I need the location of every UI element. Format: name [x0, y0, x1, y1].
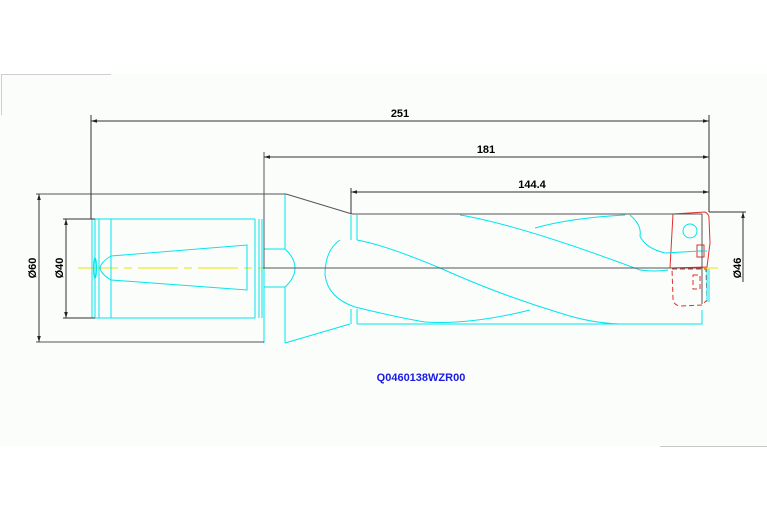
insert-bottom [671, 268, 708, 307]
dim-body-length: 181 [477, 144, 495, 156]
shank-outline [91, 218, 263, 319]
sheet-corner-mark [1, 74, 2, 115]
part-code-label: Q0460138WZR00 [377, 372, 466, 384]
sheet-corner-mark [660, 446, 767, 447]
tip-outline [664, 250, 710, 302]
outline-dark [36, 152, 703, 343]
dim-flute-length: 144.4 [518, 179, 546, 191]
dim-overall-length: 251 [391, 108, 409, 120]
sheet-corner-mark [1, 74, 111, 75]
insert-top [669, 211, 711, 269]
dim-shank-diameter: Ø40 [54, 258, 66, 279]
flute-body-outline [324, 214, 703, 325]
drawing-sheet [0, 74, 767, 446]
dim-flange-diameter: Ø60 [27, 258, 39, 279]
dim-drill-diameter: Ø46 [732, 258, 744, 279]
dimension-lines [37, 115, 746, 342]
